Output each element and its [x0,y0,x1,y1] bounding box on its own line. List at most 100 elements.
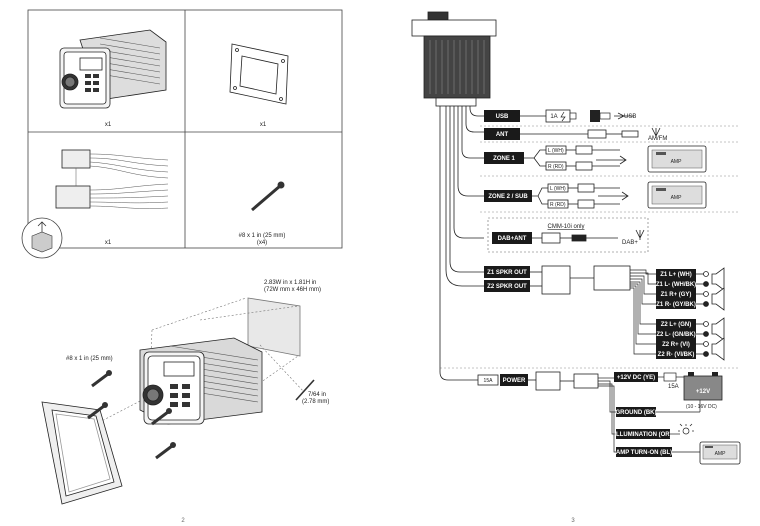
z1-spkr-out-connector[interactable]: Z1 SPKR OUT [484,266,530,278]
zone1-connector[interactable]: ZONE 1 [484,152,524,164]
ground-wire: GROUND (BK) [616,400,701,417]
amp-turn-on-wire: AMP TURN-ON (BL) [616,447,700,457]
z2-spkr-out-connector[interactable]: Z2 SPKR OUT [484,280,530,292]
svg-text:Z2 R- (VI/BK): Z2 R- (VI/BK) [658,352,695,358]
am-fm-label: AM/FM [648,136,667,142]
speaker-wire-z2-r-pos: Z2 R+ (VI) [656,339,696,349]
svg-text:Z2 L+ (GN): Z2 L+ (GN) [661,322,692,328]
harness-wires [439,106,484,381]
zone1-label: ZONE 1 [493,156,515,162]
mount-plate-qty: x1 [260,122,267,128]
speaker-wire-z1-r-pos: Z1 R+ (GY) [656,289,696,299]
battery-label: +12V [696,389,710,395]
head-unit-qty: x1 [105,122,112,128]
svg-text:Z1 L+ (WH): Z1 L+ (WH) [660,272,692,278]
power-wire-fan [598,377,616,453]
dab-option-box [487,217,649,253]
box-contents-grid [27,9,343,249]
drill-size-line1: 7/64 in [308,392,326,398]
power-plug [528,371,599,391]
usb-device-icon [590,110,634,122]
svg-text:Z2 L- (GN/BK): Z2 L- (GN/BK) [656,332,695,338]
power-fuse: 15A [477,374,499,386]
head-unit-rear-image [411,11,497,107]
model-note: CMM-10i only [547,224,584,230]
light-icon [678,423,694,435]
harness-qty: x1 [105,240,112,246]
usb-label: USB [496,114,509,120]
power-fuse-label: 15A [484,378,494,384]
speaker-icons [696,267,725,361]
svg-text:GROUND (BK): GROUND (BK) [616,410,657,416]
batt-wire: +12V DC (YE) [614,372,658,382]
dab-ant-label: DAB+ANT [498,236,527,242]
zone2-amp-label: AMP [671,195,683,201]
speaker-icon [696,317,725,341]
speaker-wire-labels: Z1 L+ (WH) Z1 L- (WH/BK) Z1 R+ (GY) Z1 R… [656,269,696,359]
right-page-number: 3 [571,518,575,524]
speaker-plugs [530,265,631,295]
svg-text:Z1 L- (WH/BK): Z1 L- (WH/BK) [656,282,696,288]
speaker-icon [696,267,725,291]
amp-turn-on-box [699,441,741,465]
open-box-icon [21,217,63,259]
dab-cable [532,229,645,244]
zone1-r-label: R (RD) [548,164,564,170]
zone2-l-label: L (WH) [550,186,566,192]
speaker-wire-z2-r-neg: Z2 R- (VI/BK) [656,349,696,359]
row-separators [440,125,740,369]
ant-cable [520,127,661,139]
speaker-wire-fan [630,269,656,355]
speaker-wire-z1-l-neg: Z1 L- (WH/BK) [656,279,696,289]
svg-text:AMP TURN-ON (BL): AMP TURN-ON (BL) [616,450,672,456]
svg-text:Z1 R- (GY/BK): Z1 R- (GY/BK) [656,302,696,308]
dimensions-line2: (72W mm x 46H mm) [264,287,321,293]
svg-text:ILLUMINATION (OR): ILLUMINATION (OR) [614,432,671,438]
ant-label: ANT [496,132,509,138]
speaker-wire-z2-l-neg: Z2 L- (GN/BK) [656,329,696,339]
speaker-icon [696,337,725,361]
zone2-connector[interactable]: ZONE 2 / SUB [484,190,532,202]
zone2-label: ZONE 2 / SUB [488,194,528,200]
speaker-wire-z1-r-neg: Z1 R- (GY/BK) [656,299,696,309]
usb-device-label: USB [624,114,636,120]
svg-text:+12V DC (YE): +12V DC (YE) [617,375,655,381]
svg-text:Z1 R+ (GY): Z1 R+ (GY) [661,292,692,298]
speaker-icon [696,287,725,311]
zone2-rca [532,183,629,209]
zone2-r-label: R (RD) [550,202,566,208]
head-unit-image [59,29,167,109]
screw-qty: (x4) [257,240,267,246]
batt-fuse [658,372,684,382]
svg-text:Z2 R+ (VI): Z2 R+ (VI) [662,342,690,348]
amp-turn-on-amp-label: AMP [715,451,727,457]
dab-ant-connector[interactable]: DAB+ANT [492,232,532,244]
usb-fuse-label: 1A [550,114,557,120]
screw-image [251,181,285,212]
usb-connector[interactable]: USB [484,110,520,122]
usb-fuse: 1A [520,109,577,123]
battery-range: (10 - 16V DC) [686,404,717,410]
zone1-amp-box [647,145,707,173]
zone1-l-label: L (WH) [548,148,564,154]
ant-connector[interactable]: ANT [484,128,520,140]
illumination-wire: ILLUMINATION (OR) [614,429,680,439]
dab-label: DAB+ [622,240,638,246]
dimensions-line1: 2.83W in x 1.81H in [264,280,316,286]
battery-icon: +12V [683,372,723,401]
speaker-wire-z2-l-pos: Z2 L+ (GN) [656,319,696,329]
install-screw-label: #8 x 1 in (25 mm) [66,356,113,362]
speaker-wire-z1-l-pos: Z1 L+ (WH) [656,269,696,279]
installation-drawing [41,297,315,505]
power-connector[interactable]: POWER [500,374,528,386]
mounting-plate-image [229,43,289,105]
drill-size-line2: (2.78 mm) [302,399,329,405]
power-label: POWER [503,378,526,384]
screw-size: #8 x 1 in (25 mm) [239,233,286,239]
zone1-rca [524,145,627,171]
z2-spkr-out-label: Z2 SPKR OUT [487,284,527,290]
zone2-amp-box [647,181,707,209]
wiring-harness-image [55,149,169,209]
zone1-amp-label: AMP [671,159,683,165]
